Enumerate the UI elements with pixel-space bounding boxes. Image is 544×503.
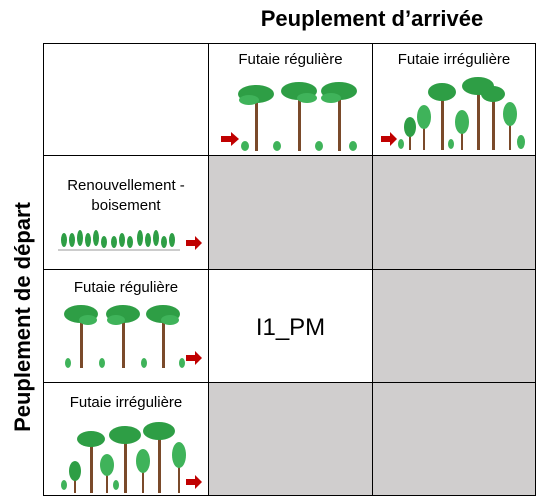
cell-reguliere-to-irreguliere (372, 269, 536, 383)
young-plantation-icon (58, 230, 202, 251)
cell-reguliere-to-reguliere: I1_PM (208, 269, 373, 383)
column-header-title: Peuplement d’arrivée (260, 6, 484, 31)
regular-forest-icon (64, 305, 202, 368)
row-header-futaie-reguliere: Futaie régulière (43, 269, 209, 383)
column-header-futaie-reguliere: Futaie régulière (208, 43, 373, 156)
cell-renouvellement-to-reguliere (208, 155, 373, 270)
column-label: Futaie irrégulière (397, 51, 511, 68)
row-header-futaie-irreguliere: Futaie irrégulière (43, 382, 209, 496)
row-label: Futaie irrégulière (69, 394, 183, 411)
column-label: Futaie régulière (238, 51, 343, 68)
irregular-forest-icon (381, 77, 525, 150)
column-header-futaie-irreguliere: Futaie irrégulière (372, 43, 536, 156)
cell-renouvellement-to-irreguliere (372, 155, 536, 270)
row-header-title: Peuplement de départ (6, 178, 40, 456)
row-header-text: Peuplement de départ (10, 202, 35, 432)
irregular-forest-icon (61, 422, 202, 493)
cell-irreguliere-to-reguliere (208, 382, 373, 496)
row-label: Futaie régulière (73, 279, 179, 296)
cell-irreguliere-to-irreguliere (372, 382, 536, 496)
row-label: Renouvellement - boisement (67, 177, 185, 214)
corner-cell (43, 43, 209, 156)
cell-code: I1_PM (255, 314, 326, 341)
regular-forest-icon (221, 82, 357, 151)
row-header-renouvellement: Renouvellement - boisement (43, 155, 209, 270)
